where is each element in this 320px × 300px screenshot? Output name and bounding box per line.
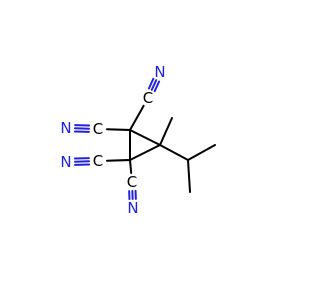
single-bond xyxy=(129,159,133,175)
single-bond xyxy=(187,144,216,161)
triple-bond-line xyxy=(150,79,158,91)
nitrogen-atom-label: N xyxy=(127,199,138,217)
carbon-atom-label: C xyxy=(127,173,137,191)
nitrogen-atom-label: N xyxy=(60,119,71,137)
triple-bond-line xyxy=(147,77,155,90)
single-bond xyxy=(106,128,131,131)
carbon-atom-label: C xyxy=(93,120,103,138)
single-bond xyxy=(106,159,131,162)
carbon-atom-label: C xyxy=(143,89,153,107)
bond-layer xyxy=(73,77,216,201)
nitrogen-atom-label: N xyxy=(154,63,165,81)
triple-bond-line xyxy=(153,80,161,93)
single-bond xyxy=(129,129,161,146)
carbon-atom-label: C xyxy=(93,152,103,170)
single-bond xyxy=(129,104,145,131)
single-bond xyxy=(187,159,191,193)
single-bond xyxy=(129,144,161,161)
nitrogen-atom-label: N xyxy=(60,153,71,171)
single-bond xyxy=(159,144,189,161)
single-bond xyxy=(159,117,173,146)
